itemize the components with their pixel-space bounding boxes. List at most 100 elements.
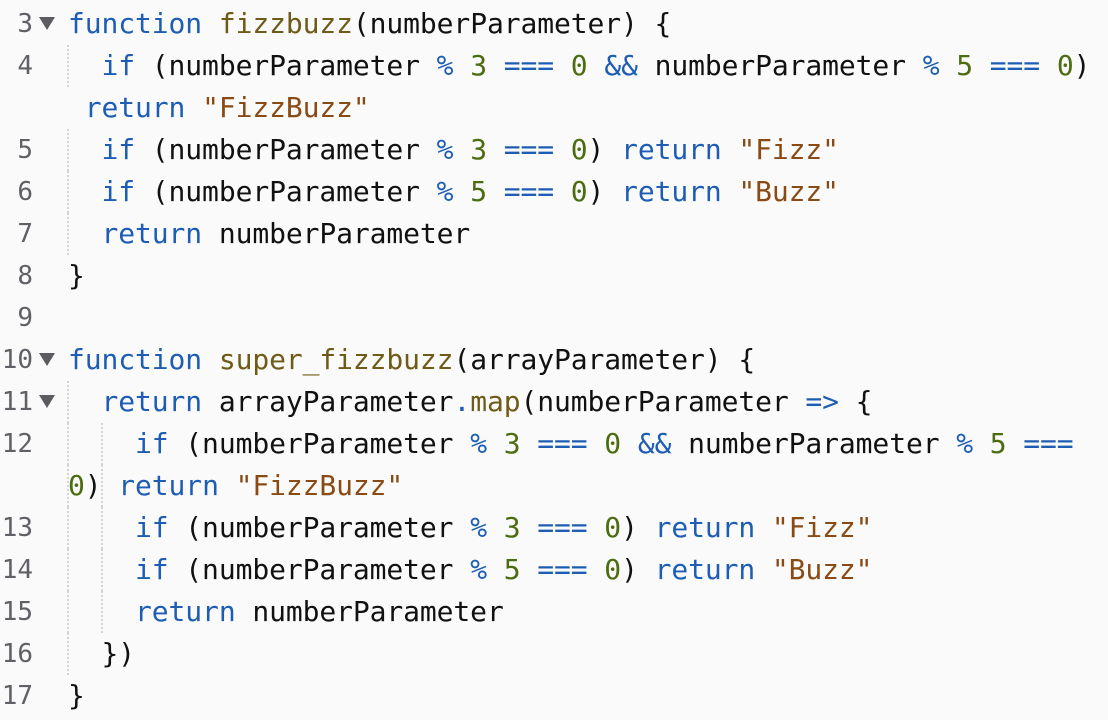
token-plain (554, 175, 571, 208)
indent-guide (101, 423, 103, 465)
code-line[interactable]: 15 return numberParameter (0, 591, 1108, 633)
token-kw: return (654, 553, 756, 586)
token-plain (185, 91, 202, 124)
token-plain: } (68, 679, 85, 712)
token-plain: ) (84, 469, 119, 502)
code-line[interactable]: 11 return arrayParameter.map(numberParam… (0, 381, 1108, 423)
line-number: 8 (17, 261, 33, 291)
token-plain (973, 49, 990, 82)
code-line[interactable]: 13 if (numberParameter % 3 === 0) return… (0, 507, 1108, 549)
token-op: % (956, 427, 973, 460)
token-plain (68, 427, 135, 460)
token-plain (722, 133, 739, 166)
token-fn: super_fizzbuzz (218, 343, 454, 376)
token-plain (202, 343, 219, 376)
token-plain (588, 49, 605, 82)
token-plain (68, 385, 102, 418)
token-plain (520, 427, 537, 460)
fold-triangle-icon[interactable] (39, 395, 55, 408)
line-number: 15 (1, 597, 33, 627)
token-kw: if (135, 511, 169, 544)
token-plain: arrayParameter (202, 385, 454, 418)
token-kw: return (101, 385, 203, 418)
token-plain (68, 595, 135, 628)
indent-guide (101, 549, 103, 591)
indent-guide (101, 465, 103, 507)
token-op: === (1023, 427, 1074, 460)
code-line[interactable]: 10 function super_fizzbuzz(arrayParameter… (0, 339, 1108, 381)
token-kw: return (621, 133, 722, 166)
code-line[interactable]: 14 if (numberParameter % 5 === 0) return… (0, 549, 1108, 591)
token-plain (453, 49, 470, 82)
token-plain (1007, 427, 1024, 460)
token-str: "Fizz" (738, 133, 839, 166)
token-kw: function (68, 343, 203, 376)
token-plain: (numberParameter (520, 385, 806, 418)
token-plain (487, 49, 504, 82)
code-text: return arrayParameter.map(numberParamete… (68, 381, 873, 423)
line-number: 9 (17, 303, 33, 333)
token-plain: ) (1073, 49, 1091, 82)
token-num: 0 (570, 49, 588, 82)
code-line[interactable]: 16 }) (0, 633, 1108, 675)
line-number: 10 (1, 345, 33, 375)
token-plain: (numberParameter (168, 427, 471, 460)
token-str: "FizzBuzz" (235, 469, 404, 502)
token-plain (68, 91, 85, 124)
indent-guide (67, 633, 69, 675)
token-plain: { (838, 385, 873, 418)
token-kw: return (101, 217, 203, 250)
token-plain: numberParameter (671, 427, 957, 460)
token-op: % (470, 511, 487, 544)
code-line[interactable]: 4 if (numberParameter % 3 === 0 && numbe… (0, 45, 1108, 87)
token-fn: map (470, 385, 521, 418)
code-text: if (numberParameter % 3 === 0 && numberP… (68, 45, 1091, 87)
code-line[interactable]: return "FizzBuzz" (0, 87, 1108, 129)
token-plain: ) (621, 553, 655, 586)
token-plain: (arrayParameter) { (453, 343, 756, 376)
token-op: % (436, 133, 454, 166)
code-line[interactable]: 0) return "FizzBuzz" (0, 465, 1108, 507)
code-text: return numberParameter (68, 213, 471, 255)
token-plain (621, 427, 638, 460)
code-line[interactable]: 7 return numberParameter (0, 213, 1108, 255)
token-str: "FizzBuzz" (202, 91, 370, 124)
token-plain (755, 511, 772, 544)
token-plain (588, 427, 605, 460)
indent-guide (67, 549, 69, 591)
code-line[interactable]: 17} (0, 675, 1108, 717)
code-line[interactable]: 5 if (numberParameter % 3 === 0) return … (0, 129, 1108, 171)
code-line[interactable]: 6 if (numberParameter % 5 === 0) return … (0, 171, 1108, 213)
token-op: . (453, 385, 471, 418)
token-kw: function (68, 7, 203, 40)
token-plain: ) (587, 175, 622, 208)
indent-guide (67, 45, 69, 87)
line-number: 16 (1, 639, 33, 669)
code-line[interactable]: 9 (0, 297, 1108, 339)
token-plain (939, 49, 956, 82)
code-text: return numberParameter (68, 591, 504, 633)
token-kw: return (654, 511, 756, 544)
fold-triangle-icon[interactable] (39, 17, 55, 30)
token-op: === (537, 553, 588, 586)
token-kw: if (101, 175, 136, 208)
token-num: 5 (470, 175, 487, 208)
token-plain (520, 553, 537, 586)
token-plain (487, 427, 504, 460)
token-plain (554, 133, 571, 166)
token-plain: ) (587, 133, 622, 166)
code-line[interactable]: 12 if (numberParameter % 3 === 0 && numb… (0, 423, 1108, 465)
token-plain: numberParameter (202, 217, 471, 250)
code-line[interactable]: 8} (0, 255, 1108, 297)
token-op: === (537, 511, 588, 544)
token-num: 3 (503, 427, 521, 460)
fold-triangle-icon[interactable] (39, 353, 55, 366)
token-plain (973, 427, 990, 460)
token-num: 0 (604, 511, 622, 544)
token-plain (487, 175, 504, 208)
token-kw: return (135, 595, 236, 628)
token-plain: numberParameter (637, 49, 923, 82)
token-num: 0 (570, 175, 588, 208)
